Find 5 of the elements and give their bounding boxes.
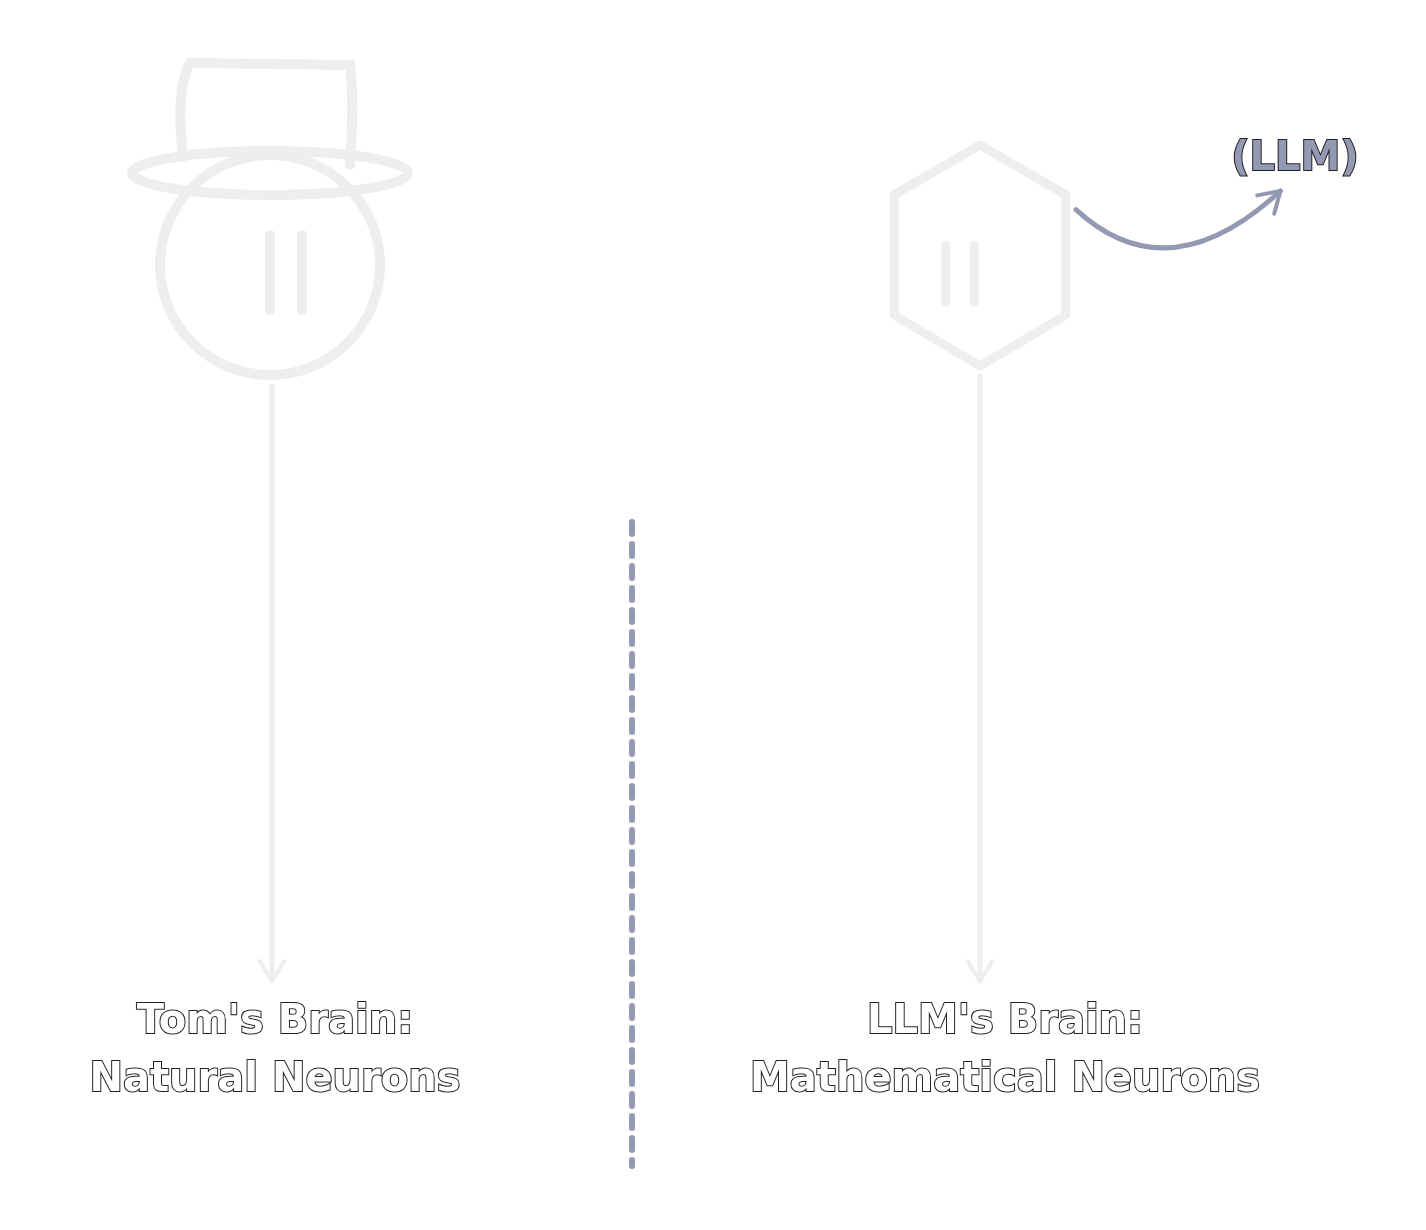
heading-text: (LLM) [1222,125,1368,187]
hexagon-figure-drawing [888,140,1072,372]
heading-text: LLM's Brain: Mathematical Neurons [740,985,1270,1110]
heading-text: Tom's Brain: Natural Neurons [80,985,470,1110]
arrow [1073,188,1283,251]
